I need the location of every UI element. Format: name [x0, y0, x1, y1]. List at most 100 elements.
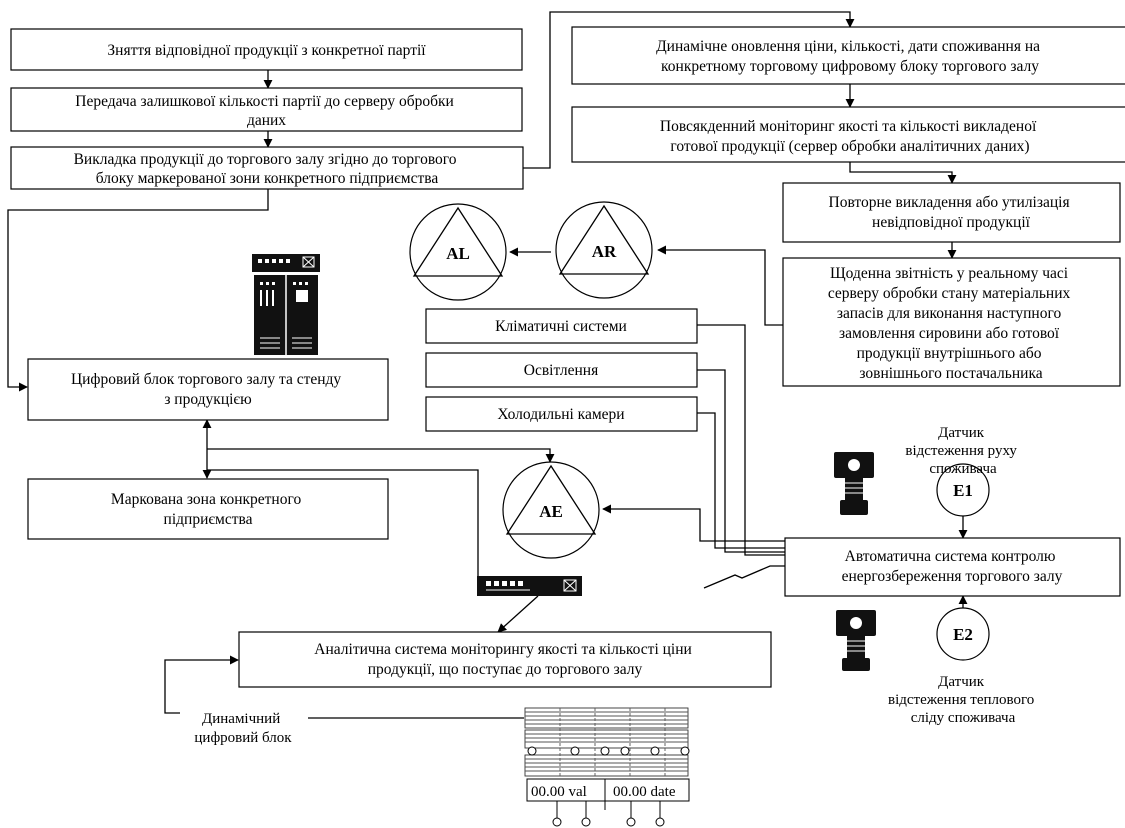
- box-marked-zone: Маркована зона конкретного підприємства: [27, 478, 389, 540]
- box-display-line-1: Викладка продукції до торгового залу згі…: [74, 151, 457, 168]
- box-analytic-system: Аналітична система моніторингу якості та…: [238, 631, 772, 688]
- actuator-ae: AE: [502, 461, 600, 559]
- arrow-monitor-to-redisplay: [849, 162, 957, 184]
- price-display-panel: 00.00 val 00.00 date: [526, 778, 690, 810]
- box-redisplay: Повторне викладення або утилізація невід…: [782, 182, 1121, 243]
- box-monitor-line-1: Повсякденний моніторинг якості та кілько…: [660, 118, 1037, 135]
- box-report-line-5: продукції внутрішнього або: [857, 345, 1042, 362]
- box-report-line-4: замовлення сировини або готової: [839, 325, 1060, 342]
- box-analytic-line-2: продукції, що поступає до торгового залу: [368, 661, 643, 678]
- svg-text:Динамічний цифровий блок: Динамічний цифровий блок: [194, 711, 292, 746]
- box-lighting: Освітлення: [425, 352, 698, 388]
- sensor-e2: E2: [936, 607, 990, 661]
- dynamic-digital-block: 00.00 val 00.00 date: [524, 707, 690, 827]
- sensor-e1: E1: [936, 463, 990, 517]
- caption-dynblock-line-2: цифровий блок: [194, 730, 292, 746]
- sensor-e2-label: E2: [953, 625, 973, 644]
- line-light-to-auto: [697, 369, 785, 553]
- caption-dynblock-line-1: Динамічний: [202, 711, 280, 727]
- svg-text:Динамічне оновлення ціни, кіль: Динамічне оновлення ціни, кількості, дат…: [656, 38, 1044, 75]
- arrow-display-to-dynamic: [523, 11, 855, 169]
- svg-text:Викладка продукції до торговог: Викладка продукції до торгового залу згі…: [74, 151, 461, 187]
- box-zone-line-1: Маркована зона конкретного: [111, 491, 302, 508]
- caption-heat-line-3: сліду споживача: [911, 710, 1016, 726]
- arrow-report-to-ar: [657, 245, 783, 326]
- box-transfer-remaining: Передача залишкової кількості партії до …: [10, 87, 523, 132]
- caption-heat-line-2: відстеження теплового: [888, 692, 1034, 708]
- box-digital-line-1: Цифровий блок торгового залу та стенду: [71, 371, 341, 388]
- actuator-al: AL: [409, 203, 507, 301]
- box-dynamic-line-2: конкретному торговому цифровому блоку то…: [661, 58, 1039, 75]
- caption-motion-line-1: Датчик: [938, 425, 985, 441]
- caption-heat-line-1: Датчик: [938, 674, 985, 690]
- box-analytic-line-1: Аналітична система моніторингу якості та…: [314, 641, 692, 658]
- actuator-ar-label: AR: [592, 242, 617, 261]
- box-climate-label: Кліматичні системи: [495, 318, 627, 335]
- svg-text:Повторне викладення або утиліз: Повторне викладення або утилізація невід…: [829, 194, 1074, 231]
- svg-text:Передача залишкової кількості: Передача залишкової кількості партії до …: [75, 93, 457, 129]
- line-climate-to-auto: [697, 324, 785, 556]
- box-dynamic-update: Динамічне оновлення ціни, кількості, дат…: [571, 26, 1125, 85]
- box-display-line-2: блоку маркерованої зони конкретного підп…: [96, 170, 439, 187]
- box-cold-chambers: Холодильні камери: [425, 396, 698, 432]
- svg-text:Маркована зона конкретного: Маркована зона конкретного підприємства: [111, 491, 305, 528]
- line-digital-to-router: [207, 469, 479, 576]
- caption-dynamic-block: Динамічний цифровий блок: [194, 711, 292, 746]
- motion-camera-icon: [834, 452, 874, 515]
- svg-text:Повсякденний моніторинг якості: Повсякденний моніторинг якості та кілько…: [660, 118, 1040, 155]
- box-report-line-3: запасів для виконання наступного: [837, 305, 1062, 322]
- arrow-dynblock-to-analytic: [164, 655, 239, 714]
- sensor-e1-label: E1: [953, 481, 973, 500]
- box-energy-line-2: енергозбереження торгового залу: [842, 568, 1063, 585]
- caption-motion-line-3: споживача: [929, 461, 997, 477]
- arrow-auto-to-ae: [602, 504, 785, 542]
- box-transfer-line-1: Передача залишкової кількості партії до …: [75, 93, 454, 110]
- box-monitor-line-2: готової продукції (сервер обробки аналіт…: [670, 138, 1029, 155]
- shelf-pegs: [527, 746, 690, 756]
- box-energy-line-1: Автоматична система контролю: [845, 548, 1056, 565]
- box-redisplay-line-2: невідповідної продукції: [872, 214, 1031, 231]
- svg-text:Аналітична система моніторингу: Аналітична система моніторингу якості та…: [314, 641, 695, 678]
- display-val: 00.00 val: [531, 784, 587, 800]
- connectors: [7, 11, 968, 719]
- svg-text:Освітлення: Освітлення: [524, 362, 598, 379]
- box-dynamic-line-1: Динамічне оновлення ціни, кількості, дат…: [656, 38, 1040, 55]
- svg-text:Щоденна звітність у реальному: Щоденна звітність у реальному часі серве…: [828, 265, 1074, 382]
- caption-motion-line-2: відстеження руху: [905, 443, 1017, 459]
- box-digital-line-2: з продукцією: [164, 391, 251, 408]
- box-cold-label: Холодильні камери: [497, 406, 624, 423]
- caption-heat-sensor: Датчик відстеження теплового сліду спожи…: [888, 674, 1038, 726]
- display-date: 00.00 date: [613, 784, 676, 800]
- box-daily-report: Щоденна звітність у реальному часі серве…: [782, 257, 1121, 387]
- box-climate-systems: Кліматичні системи: [425, 308, 698, 344]
- actuator-al-label: AL: [446, 244, 470, 263]
- box-display-product: Викладка продукції до торгового залу згі…: [10, 146, 524, 190]
- svg-text:Холодильні камери: Холодильні камери: [497, 406, 624, 423]
- svg-text:Датчик відстеження тепло: Датчик відстеження теплового сліду спожи…: [888, 674, 1038, 726]
- box-energy-control: Автоматична система контролю енергозбере…: [784, 537, 1121, 597]
- box-redisplay-line-1: Повторне викладення або утилізація: [829, 194, 1070, 211]
- actuator-ar: AR: [555, 201, 653, 299]
- svg-text:Кліматичні системи: Кліматичні системи: [495, 318, 627, 335]
- box-take-product: Зняття відповідної продукції з конкретно…: [10, 28, 523, 71]
- box-report-line-6: зовнішнього постачальника: [859, 365, 1042, 382]
- line-cold-to-auto: [697, 412, 785, 549]
- box-daily-monitoring: Повсякденний моніторинг якості та кілько…: [571, 106, 1125, 163]
- caption-motion-sensor: Датчик відстеження руху споживача: [905, 425, 1020, 477]
- arrow-router-to-analytic: [497, 595, 539, 633]
- box-zone-line-2: підприємства: [164, 511, 253, 528]
- svg-text:Датчик відстеження руху: Датчик відстеження руху споживача: [905, 425, 1020, 477]
- svg-text:Автоматична система контролю: Автоматична система контролю енергозбере…: [842, 548, 1063, 585]
- svg-text:Цифровий блок торгового залу т: Цифровий блок торгового залу та стенду з…: [71, 371, 345, 408]
- box-report-line-1: Щоденна звітність у реальному часі: [830, 265, 1069, 282]
- box-take-product-line-1: Зняття відповідної продукції з конкретно…: [107, 42, 426, 59]
- server-rack-icon: [252, 254, 320, 355]
- box-report-line-2: серверу обробки стану матеріальних: [828, 285, 1071, 302]
- arrow-digital-to-ae: [207, 448, 555, 463]
- shelf-stripes: [524, 707, 689, 777]
- wireless-link: [703, 565, 785, 589]
- panel-legs: [552, 801, 665, 827]
- box-transfer-line-2: даних: [247, 112, 286, 129]
- heat-camera-icon: [836, 610, 876, 671]
